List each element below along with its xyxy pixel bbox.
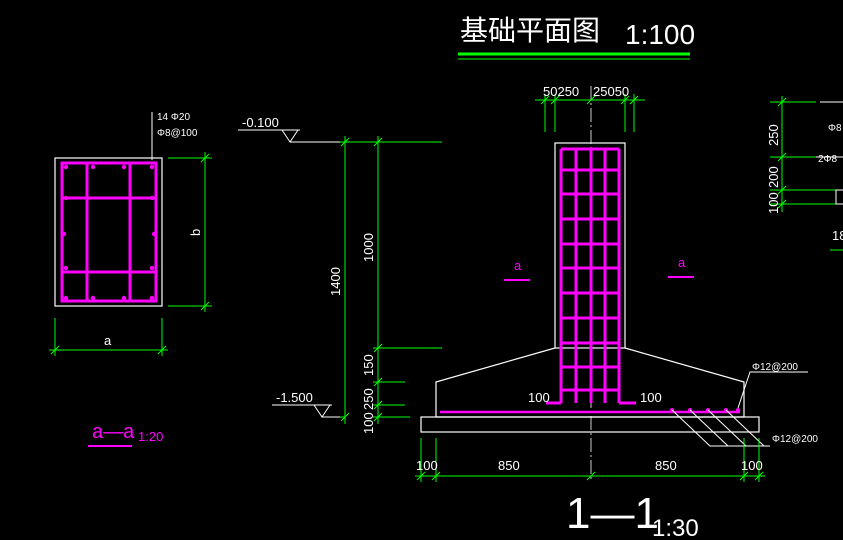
section-aa: 14 Φ20 Φ8@100 b a a—a 1:20 [49,112,212,447]
slope-right [624,347,745,417]
rebar-top-label: Φ12@200 [752,362,798,373]
dim-250: 250 [361,388,376,410]
title-scale: 1:100 [625,19,695,50]
outer-stirrup [60,161,158,303]
section-11: -0.100 -1.500 1400 1000 150 [238,84,818,540]
bar [149,295,155,301]
vertical-dims [340,136,442,424]
section-aa-title: a—a [92,421,135,443]
right-dim-250: 250 [766,124,781,146]
right-partial-detail: 250 200 100 Φ8 2Φ8 18 [766,96,843,251]
blinding-layer [420,416,760,433]
bar [151,231,157,237]
top-dim-left: 50250 [543,84,579,99]
dim-100: 100 [361,412,376,434]
rebar-leaders [671,371,808,447]
level-bottom-mark [272,404,345,418]
dim-1400: 1400 [328,267,343,296]
right-label-phi8: Φ8 [828,123,842,134]
column-outline [54,157,163,307]
bar [63,164,69,170]
dim-1000: 1000 [361,233,376,262]
bar [63,295,69,301]
bar [90,295,96,301]
bottom-dim-4: 100 [741,458,763,473]
dim-a [49,318,168,356]
bottom-dim-1: 100 [416,458,438,473]
bottom-dims [415,438,765,482]
top-dims [535,94,645,132]
right-dim-200: 200 [766,166,781,188]
title-block: 基础平面图 1:100 [458,15,695,60]
section-tag-a-right: a [678,255,686,270]
right-label-18: 18 [832,228,843,243]
dim-150: 150 [361,354,376,376]
dim-b [168,152,212,312]
dim-b-label: b [188,229,203,236]
bottom-dim-3: 850 [655,458,677,473]
inner-100-left: 100 [528,390,550,405]
bar [63,195,69,201]
section-aa-scale: 1:20 [138,429,163,444]
rebar-main-label: 14 Φ20 [157,112,190,123]
bar [149,265,155,271]
section-tag-a-left: a [514,258,522,273]
bar [149,195,155,201]
column-bars [61,164,157,301]
top-dim-right: 25050 [593,84,629,99]
bar [149,164,155,170]
level-bottom-label: -1.500 [276,390,313,405]
bar [121,164,127,170]
slope-left [435,347,556,417]
section-11-title: 1—1 [566,489,659,538]
section-11-scale: 1:30 [652,515,699,540]
right-dims [770,96,843,212]
bottom-dim-2: 850 [498,458,520,473]
bar [90,164,96,170]
pier-rebar-cage [546,147,636,405]
right-outline [835,189,843,205]
bar [121,295,127,301]
bar [61,231,67,237]
dim-a-label: a [104,333,112,348]
inner-100-right: 100 [640,390,662,405]
stirrup-label: Φ8@100 [157,128,198,139]
bar [63,265,69,271]
level-top-mark [238,129,345,143]
right-label-2phi8: 2Φ8 [818,154,838,165]
title-text: 基础平面图 [460,15,600,46]
rebar-bottom-label: Φ12@200 [772,434,818,445]
right-dim-100: 100 [766,192,781,214]
column-rebar-cage [60,161,158,303]
bar [736,408,740,412]
level-top-label: -0.100 [242,115,279,130]
footing-outline [420,142,760,433]
